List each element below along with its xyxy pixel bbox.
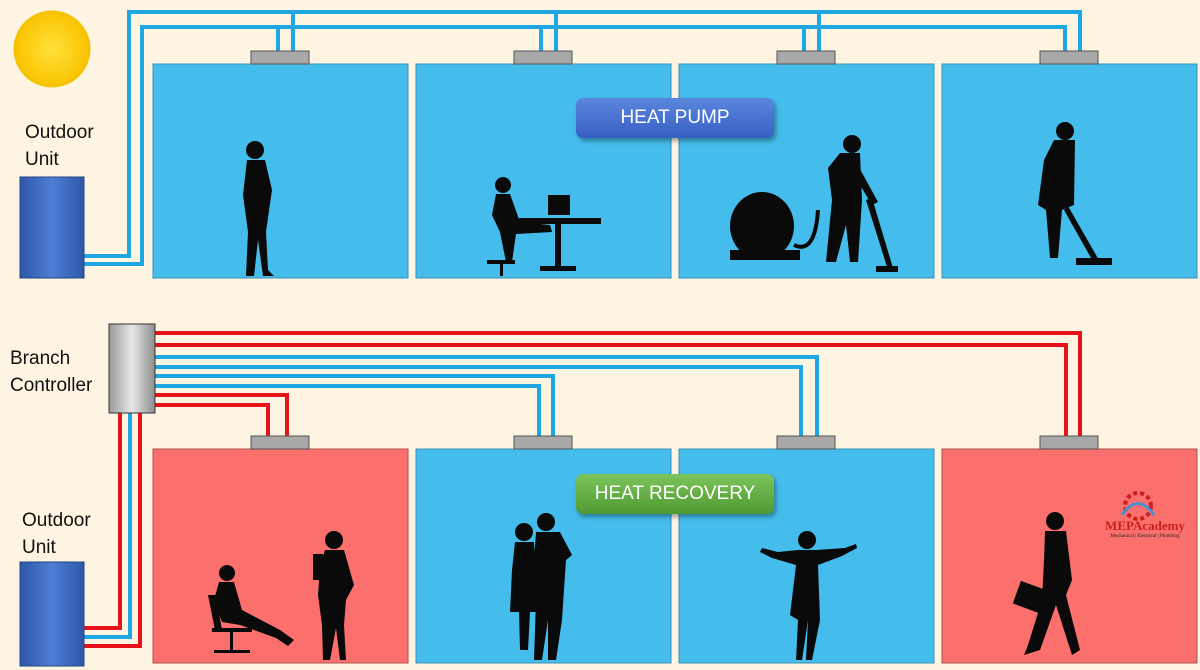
- person-standing-icon: [313, 531, 354, 660]
- heat-pump-banner: HEAT PUMP: [576, 98, 774, 138]
- indoor-unit-icon: [1039, 435, 1099, 450]
- person-shrugging-icon: [760, 531, 857, 660]
- branch-controller-label: Branch Controller: [10, 348, 93, 396]
- top-occupants: [243, 122, 1112, 276]
- indoor-unit-icon: [513, 50, 573, 65]
- top-indoor-units: [250, 50, 1099, 65]
- brand-tagline: Mechanical | Electrical | Plumbing: [1110, 534, 1180, 539]
- indoor-unit-icon: [513, 435, 573, 450]
- person-standing-icon: [243, 141, 274, 276]
- bottom-indoor-units: [250, 435, 1099, 450]
- indoor-unit-icon: [776, 50, 836, 65]
- people-couple-icon: [510, 513, 572, 660]
- mepacademy-logo-icon: [1120, 491, 1156, 521]
- outdoor-unit-top-label: Outdoor Unit: [25, 122, 94, 170]
- indoor-unit-icon: [250, 50, 310, 65]
- indoor-unit-icon: [1039, 50, 1099, 65]
- room-top-2: [415, 63, 672, 279]
- outdoor-unit-bottom-label: Outdoor Unit: [22, 510, 91, 558]
- heat-recovery-banner: HEAT RECOVERY: [576, 474, 774, 514]
- room-top-1: [152, 63, 409, 279]
- room-bottom-1: [152, 448, 409, 664]
- branch-controller-icon: [108, 323, 156, 414]
- person-at-desk-icon: [487, 177, 601, 276]
- person-mopping-icon: [1038, 122, 1112, 265]
- indoor-unit-icon: [250, 435, 310, 450]
- outdoor-unit-bottom-icon: [19, 561, 85, 667]
- bottom-refrigerant-pipes: [84, 331, 1082, 648]
- indoor-unit-icon: [776, 435, 836, 450]
- person-seated-icon: [208, 565, 294, 653]
- outdoor-unit-top-icon: [19, 176, 85, 279]
- top-refrigerant-pipes: [84, 10, 1082, 266]
- brand-name: MEPAcademy: [1105, 518, 1185, 533]
- bottom-occupants: [208, 512, 1080, 660]
- person-vacuuming-icon: [730, 135, 898, 272]
- person-walking-icon: [1012, 512, 1080, 655]
- mepacademy-brand: MEPAcademy Mechanical | Electrical | Plu…: [1095, 486, 1195, 540]
- top-rooms: [152, 63, 1198, 279]
- sun-icon: [13, 10, 91, 88]
